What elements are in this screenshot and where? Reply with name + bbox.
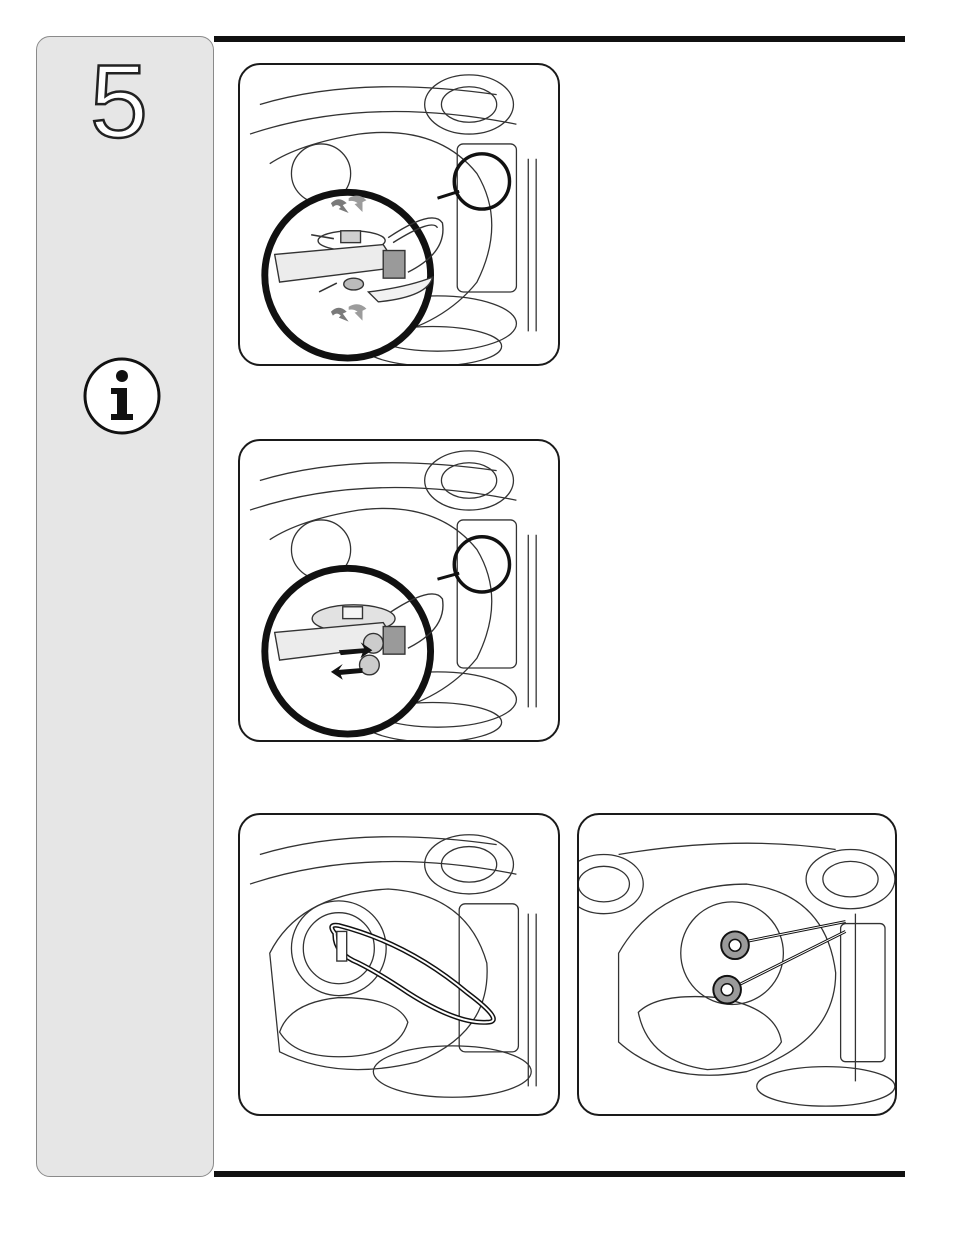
step-number: 5 [36,50,214,154]
info-icon [82,356,162,436]
figure-3 [238,813,560,1116]
figure-1-illustration [240,65,558,364]
bottom-rule [214,1171,905,1177]
top-rule [214,36,905,42]
step-sidebar [36,36,214,1177]
figure-1 [238,63,560,366]
figure-3-illustration [240,815,558,1114]
figure-2-illustration [240,441,558,740]
figure-4-illustration [579,815,895,1114]
figure-2 [238,439,560,742]
figure-4 [577,813,897,1116]
